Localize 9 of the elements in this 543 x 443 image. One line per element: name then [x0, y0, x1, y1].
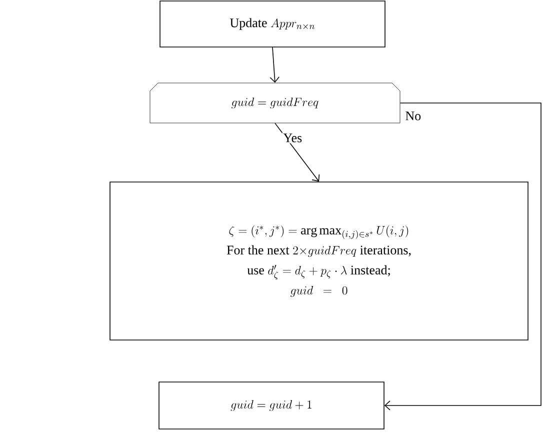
edge-label: Yes: [282, 132, 304, 144]
process-box: $\textrm{Update }Appr_{n\times n}$: [160, 0, 386, 48]
process-box: $\zeta = (i^{*}, j^{*}) = \arg\max\nolimits_{(i,j)\in s^{*}} U(i, j)$ $\textrm{For the next }2{\times} guidFreq\textrm{ iterations,}$ $\textrm{use }d'_{\zeta} = d_{\zeta} + p_{\zeta}\cdot\lambda\textrm{ instead;}$ $guid\ \ =\ \ 0$: [110, 182, 528, 340]
arrow: [384, 102, 542, 410]
decision-box: $guid = guidFreq$: [150, 82, 400, 124]
arrow: [274, 122, 320, 182]
edge-label: No: [404, 110, 422, 122]
process-box: $guid = guid + 1$: [158, 382, 384, 430]
arrow: [270, 46, 280, 83]
